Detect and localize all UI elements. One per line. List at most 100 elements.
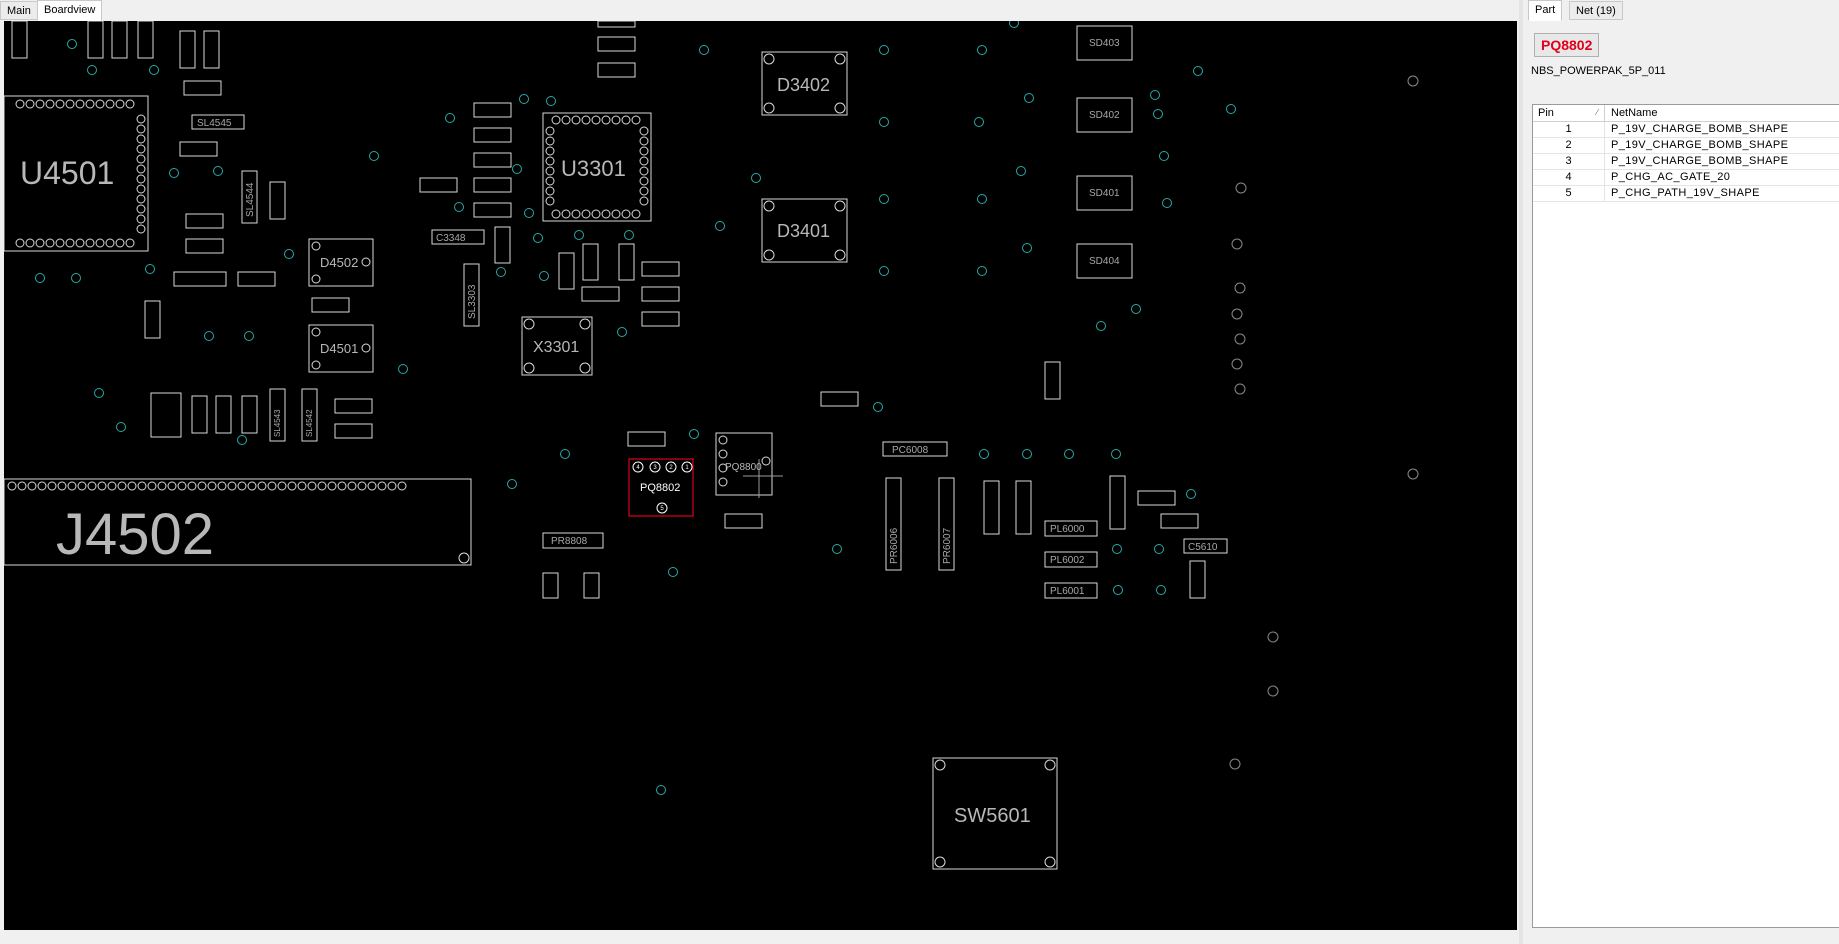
- via: [45, 238, 55, 248]
- pr6006-label: PR6006: [889, 527, 900, 564]
- via: [65, 99, 75, 109]
- via: [454, 202, 464, 212]
- sd402-outline[interactable]: [1076, 97, 1133, 133]
- c3348-label: C3348: [436, 233, 466, 244]
- via: [77, 481, 87, 491]
- via: [237, 435, 247, 445]
- via: [751, 173, 761, 183]
- c5610-outline[interactable]: [1183, 538, 1228, 554]
- sl3303-outline[interactable]: [463, 263, 480, 327]
- via: [1234, 333, 1246, 345]
- d4502-outline[interactable]: [308, 238, 374, 287]
- via: [147, 481, 157, 491]
- pr6007-outline[interactable]: [938, 477, 955, 571]
- pl6000-outline[interactable]: [1044, 520, 1098, 537]
- panel-splitter[interactable]: [1519, 0, 1523, 944]
- d3402-outline[interactable]: [761, 51, 848, 116]
- sd401-outline[interactable]: [1076, 175, 1133, 211]
- via: [25, 238, 35, 248]
- via: [458, 552, 470, 564]
- board-drawing[interactable]: 4 3 2 1 5 U4501 J4502 U3301 D3402 D3401 …: [4, 21, 1517, 930]
- pin-grid-header: Pin⁄ NetName: [1533, 105, 1839, 122]
- sd403-outline[interactable]: [1076, 25, 1133, 61]
- sd404-label: SD404: [1089, 256, 1120, 267]
- pr8808-outline[interactable]: [542, 532, 604, 549]
- via: [617, 327, 627, 337]
- sl4543-outline[interactable]: [269, 388, 286, 442]
- via: [445, 113, 455, 123]
- sw5601-label: SW5601: [954, 805, 1031, 827]
- via: [1235, 182, 1247, 194]
- via: [1234, 282, 1246, 294]
- pq8802-pin-1: 1: [685, 465, 689, 471]
- via: [1022, 243, 1032, 253]
- col-netname-header[interactable]: NetName: [1611, 107, 1658, 119]
- via: [187, 481, 197, 491]
- sort-icon: ⁄: [1596, 108, 1598, 117]
- via: [1150, 90, 1160, 100]
- via: [75, 238, 85, 248]
- d3401-outline[interactable]: [761, 198, 848, 263]
- u4501-outline[interactable]: [4, 95, 149, 252]
- pc6008-outline[interactable]: [882, 441, 948, 457]
- via: [97, 481, 107, 491]
- pl6001-outline[interactable]: [1044, 582, 1098, 599]
- sl4545-outline[interactable]: [191, 114, 245, 130]
- c3348-outline[interactable]: [431, 229, 485, 245]
- via: [277, 481, 287, 491]
- via: [974, 117, 984, 127]
- pr6007-label: PR6007: [942, 527, 953, 564]
- tab-net[interactable]: Net (19): [1569, 1, 1623, 20]
- boardview-canvas[interactable]: 4 3 2 1 5 U4501 J4502 U3301 D3402 D3401 …: [4, 21, 1517, 930]
- pr6006-outline[interactable]: [885, 477, 902, 571]
- via: [75, 99, 85, 109]
- via: [145, 264, 155, 274]
- via: [95, 99, 105, 109]
- c5610-label: C5610: [1188, 542, 1218, 553]
- via: [977, 45, 987, 55]
- via: [136, 134, 146, 144]
- pq8800-outline[interactable]: [715, 432, 773, 496]
- part-package: NBS_POWERPAK_5P_011: [1531, 65, 1666, 77]
- via: [1096, 321, 1106, 331]
- sl4544-outline[interactable]: [241, 170, 258, 224]
- d4501-outline[interactable]: [308, 324, 374, 373]
- pl6002-outline[interactable]: [1044, 551, 1098, 568]
- via: [1193, 66, 1203, 76]
- u3301-outline[interactable]: [542, 112, 652, 222]
- via: [561, 209, 571, 219]
- tab-main[interactable]: Main: [0, 1, 38, 20]
- pq8802-selected-outline[interactable]: [628, 458, 694, 517]
- sw5601-outline[interactable]: [932, 757, 1058, 870]
- via: [512, 164, 522, 174]
- via: [267, 481, 277, 491]
- via: [533, 233, 543, 243]
- tab-boardview[interactable]: Boardview: [37, 0, 103, 21]
- x3301-outline[interactable]: [521, 316, 593, 376]
- sl4542-outline[interactable]: [301, 388, 318, 442]
- j4502-outline[interactable]: [4, 478, 472, 566]
- via: [1229, 758, 1241, 770]
- via: [257, 481, 267, 491]
- via: [979, 449, 989, 459]
- col-pin-header[interactable]: Pin⁄: [1533, 105, 1605, 121]
- via: [213, 166, 223, 176]
- via: [107, 481, 117, 491]
- via: [15, 238, 25, 248]
- via: [601, 209, 611, 219]
- u4501-label: U4501: [20, 155, 114, 191]
- via: [611, 209, 621, 219]
- via: [561, 115, 571, 125]
- tab-part[interactable]: Part: [1528, 0, 1563, 21]
- via: [545, 166, 555, 176]
- via: [136, 194, 146, 204]
- sd404-outline[interactable]: [1076, 243, 1133, 279]
- part-panel: Part Net (19) PQ8802 NBS_POWERPAK_5P_011…: [1525, 0, 1839, 944]
- pc6008-label: PC6008: [892, 445, 929, 456]
